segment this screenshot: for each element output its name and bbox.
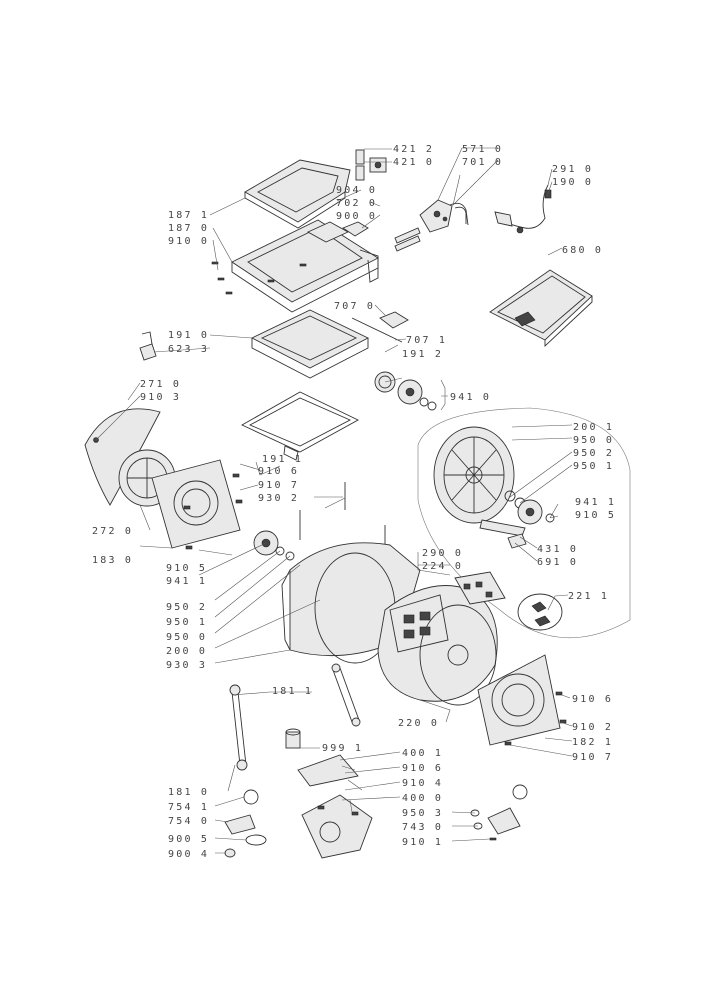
label-272-0: 272 0 [92,526,133,537]
label-950-2-left: 950 2 [166,602,207,613]
label-910-4: 910 4 [402,778,443,789]
rear-panel-part [489,269,593,348]
label-431-0: 431 0 [537,544,578,555]
label-904-0: 904 0 [336,185,377,196]
bracket-part [342,221,369,237]
label-181-0: 181 0 [168,787,209,798]
pulley-group [374,371,437,411]
label-220-0: 220 0 [398,718,439,729]
label-221-1: 221 1 [568,591,609,602]
label-930-2: 930 2 [258,493,299,504]
label-701-0: 701 0 [462,157,503,168]
label-707-1: 707 1 [406,335,447,346]
gasket-part [241,391,359,461]
filter-part [285,728,301,749]
label-680-0: 680 0 [562,245,603,256]
pressure-switch-part [470,784,528,841]
drain-pump-part [301,794,373,859]
label-691-0: 691 0 [537,557,578,568]
label-400-1: 400 1 [402,748,443,759]
label-910-3: 910 3 [140,392,181,403]
label-941-0: 941 0 [450,392,491,403]
label-183-0: 183 0 [92,555,133,566]
label-950-0-left: 950 0 [166,632,207,643]
power-cable-part [494,184,552,234]
label-910-2: 910 2 [572,722,613,733]
label-191-0: 191 0 [168,330,209,341]
drum-part [377,585,498,706]
label-900-4: 900 4 [168,849,209,860]
control-strip-part [454,571,506,605]
label-950-3: 950 3 [402,808,443,819]
label-224-0: 224 0 [422,561,463,572]
label-900-0: 900 0 [336,211,377,222]
label-910-6-bottom: 910 6 [402,763,443,774]
shock-absorber-left [229,684,248,771]
label-187-1: 187 1 [168,210,209,221]
label-187-0: 187 0 [168,223,209,234]
label-910-5-left: 910 5 [166,563,207,574]
leader-lines [95,147,573,854]
shock-absorber-right [331,663,361,727]
rear-support-part [477,654,567,746]
label-941-1-right: 941 1 [575,497,616,508]
label-421-2: 421 2 [393,144,434,155]
drain-hose-parts [224,789,267,858]
rear-tub-outline [417,407,631,639]
label-707-0: 707 0 [334,301,375,312]
label-950-0-right: 950 0 [573,435,614,446]
front-support-part [151,459,243,550]
rod-part [351,311,409,343]
label-950-2-right: 950 2 [573,448,614,459]
pipe-part [394,227,421,252]
label-950-1-left: 950 1 [166,617,207,628]
label-271-0: 271 0 [140,379,181,390]
label-191-2: 191 2 [402,349,443,360]
label-910-1: 910 1 [402,837,443,848]
label-191-1: 191 1 [262,454,303,465]
rear-tub-part [433,426,515,524]
label-910-0: 910 0 [168,236,209,247]
small-part-623 [139,331,157,361]
part-labels: 421 2 421 0 571 0 701 0 291 0 190 0 904 … [92,144,616,860]
label-950-1-right: 950 1 [573,461,614,472]
heater-part [479,519,527,549]
label-200-1: 200 1 [573,422,614,433]
label-910-5-right: 910 5 [575,510,616,521]
pump-plate-part [297,754,359,787]
label-702-0: 702 0 [336,198,377,209]
bearing-group-right [504,490,555,525]
label-743-0: 743 0 [402,822,443,833]
label-290-0: 290 0 [422,548,463,559]
label-754-0: 754 0 [168,816,209,827]
tub-ring-part [250,309,370,379]
top-lid-part [244,159,351,229]
label-930-3: 930 3 [166,660,207,671]
label-291-0: 291 0 [552,164,593,175]
label-910-6-right: 910 6 [572,694,613,705]
label-941-1-left: 941 1 [166,576,207,587]
small-parts-bag [517,593,563,631]
label-910-7-mid: 910 7 [258,480,299,491]
label-754-1: 754 1 [168,802,209,813]
label-181-1: 181 1 [272,686,313,697]
label-190-0: 190 0 [552,177,593,188]
label-910-7-right: 910 7 [572,752,613,763]
label-400-0: 400 0 [402,793,443,804]
label-999-1: 999 1 [322,743,363,754]
label-182-1: 182 1 [572,737,613,748]
label-623-3: 623 3 [168,344,209,355]
inlet-valve-part [419,199,469,233]
screw-set-910-0 [211,261,307,295]
label-571-0: 571 0 [462,144,503,155]
label-910-6-mid: 910 6 [258,466,299,477]
label-421-0: 421 0 [393,157,434,168]
dispenser-parts [355,149,387,181]
label-900-5: 900 5 [168,834,209,845]
label-200-0: 200 0 [166,646,207,657]
parts-layer [84,149,631,859]
